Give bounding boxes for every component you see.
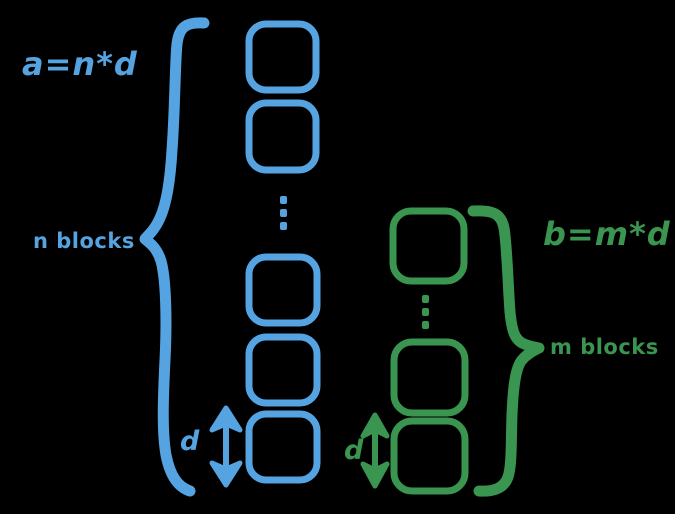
- green-unit-label: d: [344, 435, 364, 466]
- blue-block-4: [245, 333, 321, 407]
- blue-brace: [139, 17, 210, 497]
- green-brace: [467, 205, 545, 497]
- blue-block-5: [245, 410, 321, 484]
- green-ellipsis-dots: [422, 295, 429, 329]
- blue-count-label: n blocks: [33, 229, 135, 253]
- blue-block-2: [245, 99, 320, 174]
- blue-block-1: [245, 20, 320, 94]
- blue-block-3: [245, 253, 321, 327]
- blue-unit-label: d: [180, 426, 200, 457]
- green-equation-label: b=m*d: [543, 215, 671, 253]
- green-block-2: [390, 338, 469, 417]
- green-count-label: m blocks: [550, 335, 659, 359]
- blue-d-arrow: [209, 405, 243, 488]
- green-block-1: [389, 207, 468, 285]
- blue-equation-label: a=n*d: [22, 45, 138, 83]
- green-d-arrow: [360, 412, 390, 489]
- green-block-3: [390, 417, 469, 495]
- blue-ellipsis-dots: [280, 196, 287, 230]
